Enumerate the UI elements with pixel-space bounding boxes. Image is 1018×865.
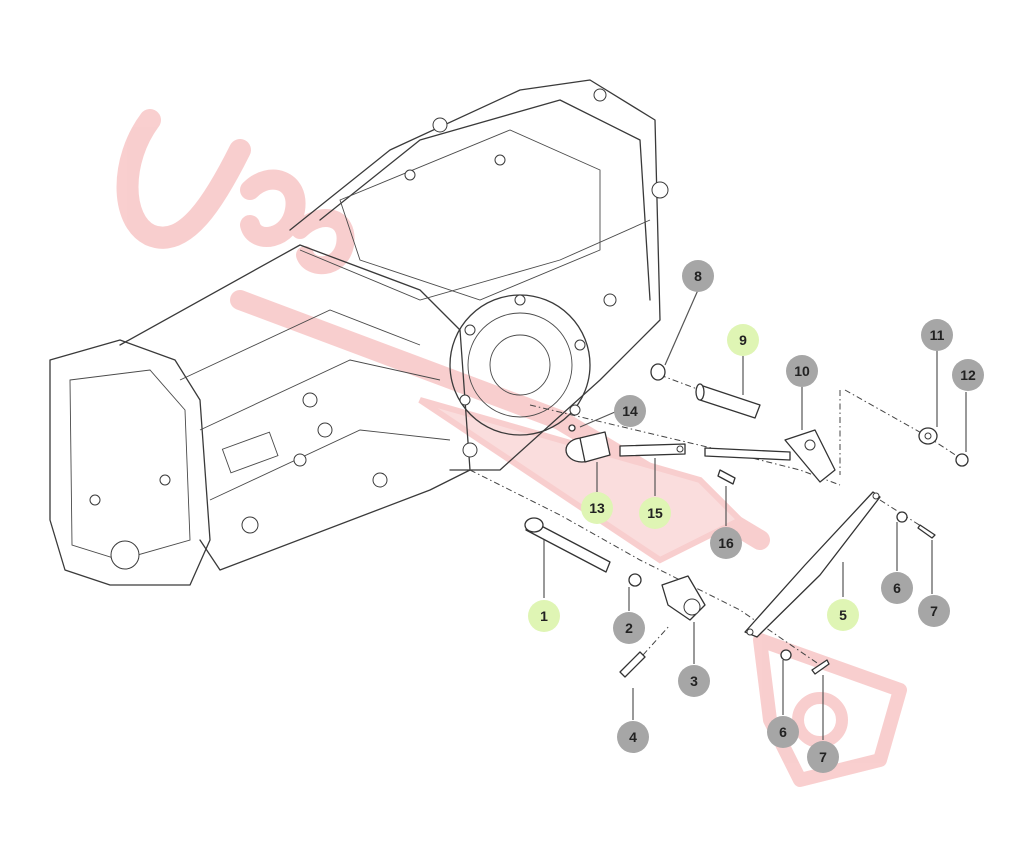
callout-label: 15 (647, 505, 663, 521)
callout-bubble (921, 319, 953, 351)
callout-label: 2 (625, 620, 633, 636)
callout-label: 6 (893, 580, 901, 596)
callout-3[interactable]: 3 (678, 665, 710, 697)
callout-label: 13 (589, 500, 605, 516)
callout-6b[interactable]: 6 (767, 716, 799, 748)
callout-label: 10 (794, 363, 810, 379)
callout-8[interactable]: 8 (682, 260, 714, 292)
leader-lines (543, 289, 967, 740)
callout-12[interactable]: 12 (952, 359, 984, 391)
callout-label: 16 (718, 535, 734, 551)
callout-6a[interactable]: 6 (881, 572, 913, 604)
callout-7a[interactable]: 7 (918, 595, 950, 627)
callout-label: 12 (960, 367, 976, 383)
watermark-logo (116, 109, 907, 787)
callout-bubble (807, 741, 839, 773)
callout-bubble (881, 572, 913, 604)
callout-bubble (767, 716, 799, 748)
callout-bubble (918, 595, 950, 627)
callout-bubble (581, 492, 613, 524)
callout-label: 14 (622, 403, 638, 419)
callout-2[interactable]: 2 (613, 612, 645, 644)
callout-11[interactable]: 11 (921, 319, 953, 351)
callout-bubble (710, 527, 742, 559)
callout-bubble (786, 355, 818, 387)
callout-bubble (528, 600, 560, 632)
callout-5[interactable]: 5 (827, 599, 859, 631)
callout-bubble (613, 612, 645, 644)
callout-9[interactable]: 9 (727, 324, 759, 356)
callout-1[interactable]: 1 (528, 600, 560, 632)
callout-7b[interactable]: 7 (807, 741, 839, 773)
callout-bubble (727, 324, 759, 356)
transmission-housing (49, 79, 669, 586)
callout-label: 1 (540, 608, 548, 624)
callouts: 8 9 10 11 12 14 13 15 16 1 2 3 4 5 6 7 6… (528, 260, 984, 773)
callout-label: 3 (690, 673, 698, 689)
callout-16[interactable]: 16 (710, 527, 742, 559)
callout-label: 8 (694, 268, 702, 284)
callout-label: 4 (629, 729, 637, 745)
callout-label: 5 (839, 607, 847, 623)
callout-bubble (952, 359, 984, 391)
callout-bubble (682, 260, 714, 292)
callout-label: 6 (779, 724, 787, 740)
callout-13[interactable]: 13 (581, 492, 613, 524)
callout-bubble (614, 395, 646, 427)
callout-bubble (639, 497, 671, 529)
callout-label: 11 (930, 327, 945, 343)
callout-15[interactable]: 15 (639, 497, 671, 529)
callout-label: 7 (819, 749, 827, 765)
part-drawings (469, 363, 969, 678)
callout-bubble (617, 721, 649, 753)
callout-label: 9 (739, 332, 747, 348)
callout-bubble (678, 665, 710, 697)
callout-10[interactable]: 10 (786, 355, 818, 387)
callout-4[interactable]: 4 (617, 721, 649, 753)
callout-label: 7 (930, 603, 938, 619)
callout-bubble (827, 599, 859, 631)
callout-14[interactable]: 14 (614, 395, 646, 427)
